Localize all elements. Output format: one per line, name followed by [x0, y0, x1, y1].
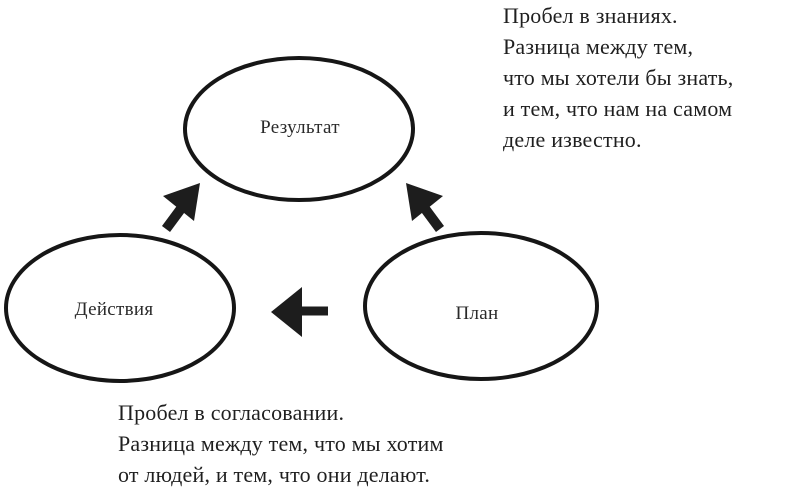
arrow-plan-to-result-icon: [406, 183, 445, 232]
annotation-line: деле известно.: [503, 127, 642, 152]
arrow-actions-to-result-icon: [161, 183, 200, 232]
annotation-line: Пробел в согласовании.: [118, 400, 345, 425]
annotation-line: Разница между тем, что мы хотим: [118, 431, 444, 456]
annotation-line: и тем, что нам на самом: [503, 96, 733, 121]
annotation-alignment-gap: Пробел в согласовании. Разница между тем…: [118, 397, 444, 490]
annotation-knowledge-gap: Пробел в знаниях. Разница между тем, что…: [503, 0, 733, 155]
annotation-line: что мы хотели бы знать,: [503, 65, 734, 90]
annotation-line: Пробел в знаниях.: [503, 3, 678, 28]
node-label-plan: План: [455, 303, 499, 324]
node-label-actions: Действия: [74, 299, 154, 320]
annotation-line: от людей, и тем, что они делают.: [118, 462, 431, 487]
node-label-result: Результат: [260, 117, 340, 138]
annotation-line: Разница между тем,: [503, 34, 694, 59]
node-ellipse-result: [183, 56, 415, 202]
node-ellipse-actions: [4, 233, 236, 383]
arrow-plan-to-actions-icon: [271, 287, 328, 337]
node-ellipse-plan: [363, 231, 599, 381]
